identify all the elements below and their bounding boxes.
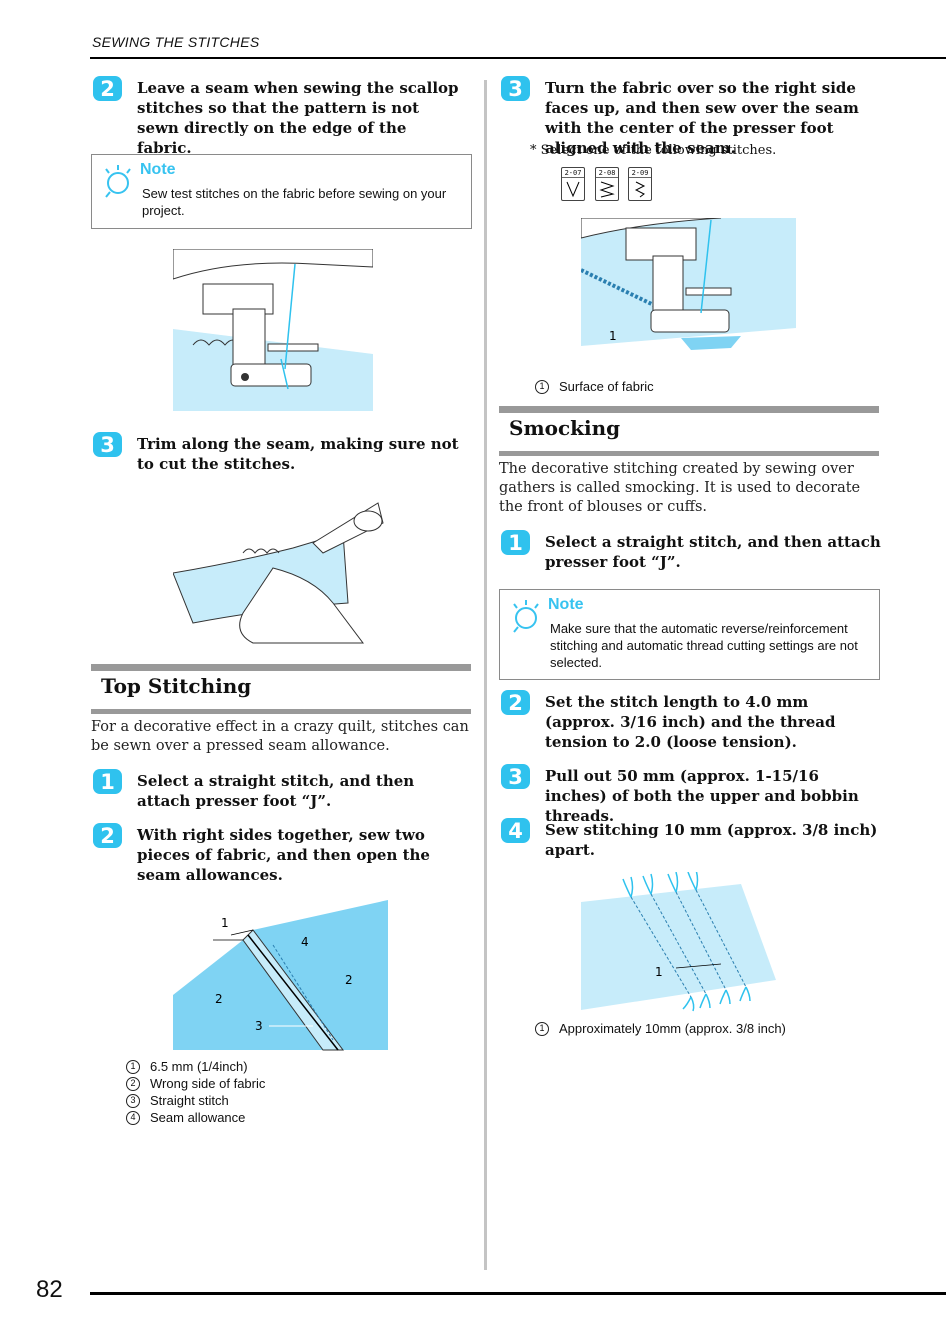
presser-foot-scallop-illustration <box>173 249 373 411</box>
step-set-stitch-length: 2 Set the stitch length to 4.0 mm (appro… <box>501 690 883 752</box>
header-rule <box>90 57 946 59</box>
triple-zigzag-icon <box>599 181 615 198</box>
step-text: Leave a seam when sewing the scallop sti… <box>137 79 459 157</box>
page-number: 82 <box>36 1276 63 1303</box>
footer-rule <box>90 1292 946 1295</box>
stitch-icon-2-07[interactable]: 2-07 <box>561 167 585 201</box>
step-number: 3 <box>501 76 530 101</box>
step-text: Sew stitching 10 mm (approx. 3/8 inch) a… <box>545 821 878 859</box>
step-text: Select a straight stitch, and then attac… <box>137 772 415 810</box>
step-number: 2 <box>501 690 530 715</box>
step-number: 1 <box>93 769 122 794</box>
callout-1: 1 <box>609 329 617 343</box>
step-leave-seam: 2 Leave a seam when sewing the scallop s… <box>93 76 463 158</box>
step-text: Pull out 50 mm (approx. 1-15/16 inches) … <box>545 767 859 825</box>
surface-of-fabric-illustration: 1 <box>581 218 796 350</box>
lightbulb-icon <box>105 165 131 198</box>
column-divider <box>484 80 487 1270</box>
zigzag-icon <box>566 181 580 198</box>
callout-1: 1 <box>221 916 229 930</box>
smocking-stitching-diagram: 1 <box>581 872 776 1012</box>
step-text: Turn the fabric over so the right side f… <box>545 79 859 157</box>
section-heading-top-stitching: Top Stitching <box>91 664 471 714</box>
step-number: 4 <box>501 818 530 843</box>
step-text: Set the stitch length to 4.0 mm (approx.… <box>545 693 836 751</box>
scissors-trimming-illustration <box>173 502 384 644</box>
step-number: 3 <box>501 764 530 789</box>
top-stitching-intro: For a decorative effect in a crazy quilt… <box>91 719 469 754</box>
running-header: SEWING THE STITCHES <box>92 34 260 50</box>
callout-1: 1 <box>655 965 663 979</box>
note-text: Make sure that the automatic reverse/rei… <box>550 621 858 670</box>
step-text: Trim along the seam, making sure not to … <box>137 435 459 473</box>
select-stitches-note: * Select one of the following stitches. <box>530 143 777 158</box>
callout-3: 3 <box>255 1019 263 1033</box>
note-box-automatic-settings: Note Make sure that the automatic revers… <box>499 589 880 680</box>
step-sew-stitching-apart: 4 Sew stitching 10 mm (approx. 3/8 inch)… <box>501 818 883 860</box>
step-sew-two-pieces: 2 With right sides together, sew two pie… <box>93 823 463 885</box>
step-pull-out-threads: 3 Pull out 50 mm (approx. 1-15/16 inches… <box>501 764 883 826</box>
step-trim-seam: 3 Trim along the seam, making sure not t… <box>93 432 463 474</box>
callout-2a: 2 <box>215 992 223 1006</box>
stitch-icon-2-09[interactable]: 2-09 <box>628 167 652 201</box>
step-select-straight-stitch: 1 Select a straight stitch, and then att… <box>93 769 463 811</box>
callout-2b: 2 <box>345 973 353 987</box>
step-text: With right sides together, sew two piece… <box>137 826 430 884</box>
step-number: 3 <box>93 432 122 457</box>
section-title: Top Stitching <box>101 674 252 698</box>
lightbulb-icon <box>513 600 539 633</box>
step-text: Select a straight stitch, and then attac… <box>545 533 881 571</box>
note-box-test-stitches: Note Sew test stitches on the fabric bef… <box>91 154 472 229</box>
step-number: 2 <box>93 823 122 848</box>
seam-allowance-diagram: 1 2 2 3 4 <box>173 900 388 1051</box>
note-title: Note <box>548 596 584 613</box>
note-text: Sew test stitches on the fabric before s… <box>142 186 447 218</box>
feather-stitch-icon <box>634 181 646 198</box>
smocking-intro: The decorative stitching created by sewi… <box>499 461 861 515</box>
stitch-icon-2-08[interactable]: 2-08 <box>595 167 619 201</box>
section-heading-smocking: Smocking <box>499 406 879 456</box>
step-turn-fabric: 3 Turn the fabric over so the right side… <box>501 76 883 158</box>
step-number: 1 <box>501 530 530 555</box>
section-title: Smocking <box>509 416 621 440</box>
callout-4: 4 <box>301 935 309 949</box>
step-select-straight-stitch: 1 Select a straight stitch, and then att… <box>501 530 883 572</box>
note-title: Note <box>140 161 176 178</box>
step-number: 2 <box>93 76 122 101</box>
